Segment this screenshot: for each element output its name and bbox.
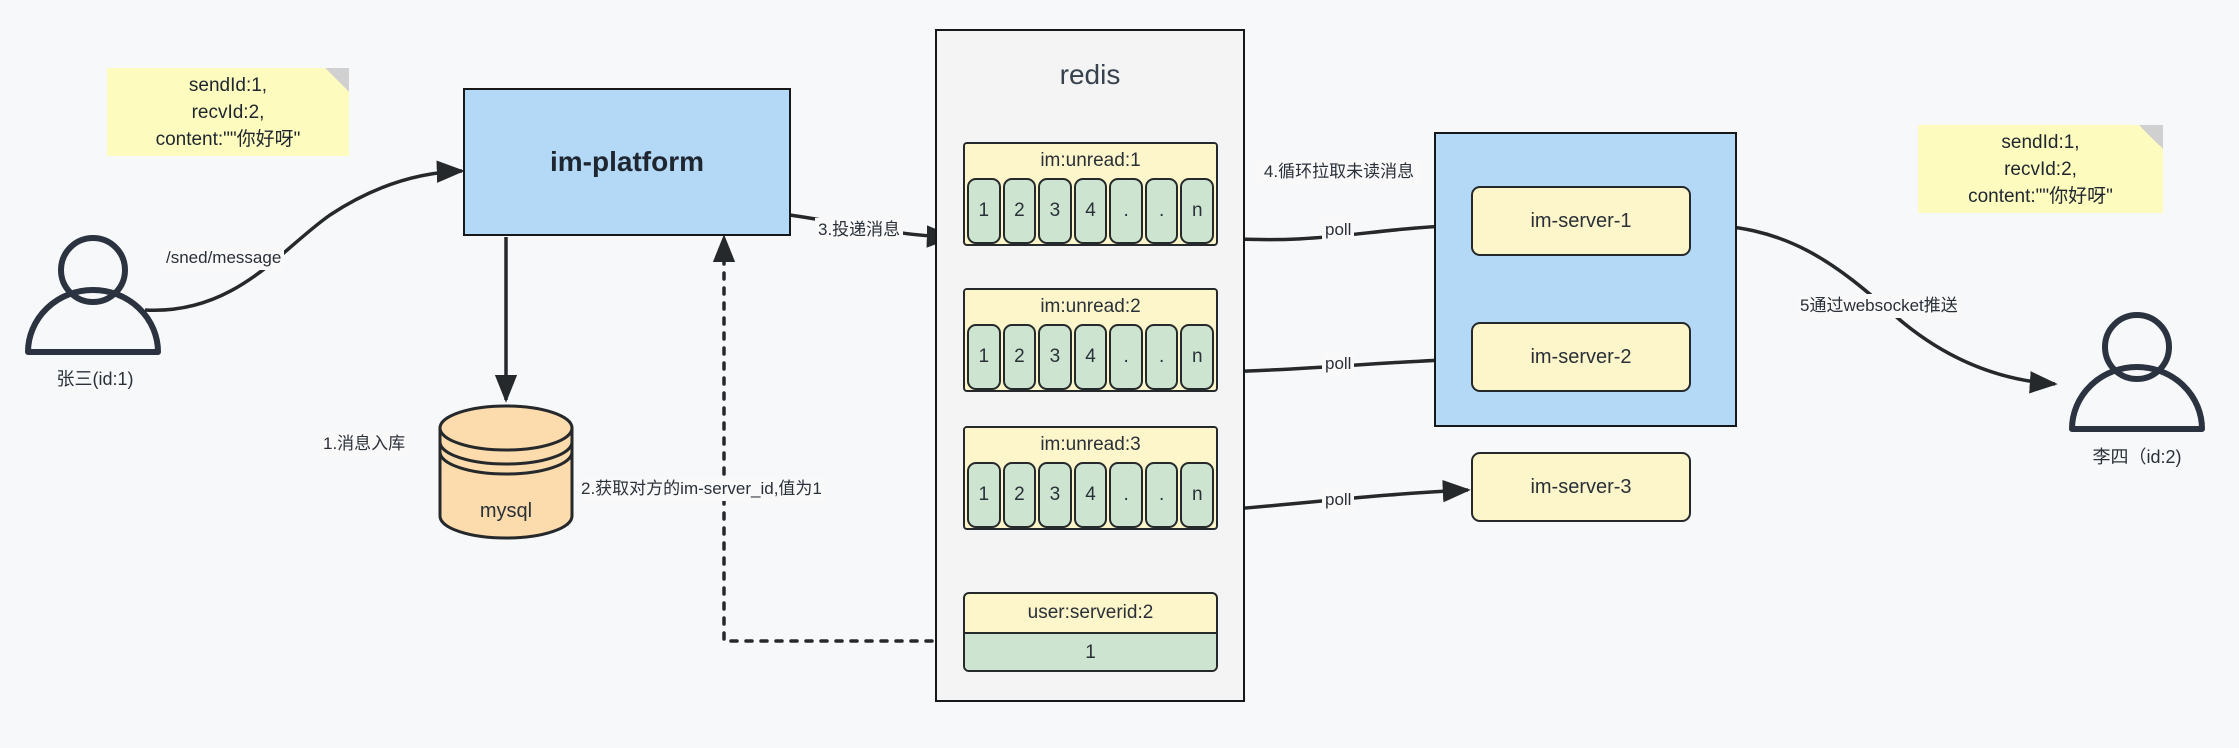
redis-cell-row: 1 2 3 4 . . n (965, 462, 1216, 528)
mysql-label: mysql (479, 500, 533, 522)
edge-label-step3: 3.投递消息 (815, 218, 904, 242)
edge-label-poll-2: poll (1322, 352, 1355, 376)
redis-key-name: im:unread:1 (965, 144, 1216, 178)
redis-key-group-1[interactable]: im:unread:2 1 2 3 4 . . n (963, 288, 1218, 392)
actor-receiver-label: 李四（id:2) (2092, 447, 2182, 467)
actor-sender-label: 张三(id:1) (56, 369, 134, 389)
redis-kv-value: 1 (965, 632, 1216, 670)
redis-cell[interactable]: n (1180, 178, 1215, 244)
redis-cell[interactable]: . (1144, 178, 1179, 244)
note-right: sendId:1, recvId:2, content:""你好呀" (1918, 125, 2163, 213)
redis-cell[interactable]: n (1180, 324, 1215, 390)
redis-title: redis (1059, 59, 1121, 90)
redis-cell[interactable]: 1 (967, 178, 1001, 244)
note-left-text: sendId:1, recvId:2, content:""你好呀" (155, 74, 301, 150)
actor-receiver-icon (2069, 312, 2205, 432)
im-platform-box[interactable]: im-platform (463, 88, 791, 236)
edge-label-step4: 4.循环拉取未读消息 (1256, 160, 1422, 184)
edge-label-step5: 5通过websocket推送 (1797, 294, 1961, 318)
im-platform-label: im-platform (550, 146, 704, 177)
edge-label-poll-1: poll (1322, 218, 1355, 242)
note-right-text: sendId:1, recvId:2, content:""你好呀" (1968, 131, 2113, 207)
redis-cell[interactable]: 4 (1073, 324, 1108, 390)
redis-cell[interactable]: 2 (1002, 178, 1037, 244)
im-server-label: im-server-3 (1530, 475, 1632, 498)
im-server-1-box[interactable]: im-server-1 (1471, 186, 1691, 256)
im-server-label: im-server-1 (1530, 209, 1632, 232)
redis-cell[interactable]: 3 (1038, 178, 1072, 244)
note-fold-icon (2139, 125, 2163, 149)
redis-cell[interactable]: 2 (1002, 462, 1037, 528)
edge-label-poll-3: poll (1322, 488, 1355, 512)
note-fold-icon (325, 68, 349, 92)
note-left: sendId:1, recvId:2, content:""你好呀" (107, 68, 349, 156)
redis-key-group-0[interactable]: im:unread:1 1 2 3 4 . . n (963, 142, 1218, 246)
redis-key-group-2[interactable]: im:unread:3 1 2 3 4 . . n (963, 426, 1218, 530)
redis-cell[interactable]: 4 (1073, 178, 1108, 244)
im-server-2-box[interactable]: im-server-2 (1471, 322, 1691, 392)
redis-cell-row: 1 2 3 4 . . n (965, 178, 1216, 244)
im-server-label: im-server-2 (1530, 345, 1632, 368)
redis-cell[interactable]: 4 (1073, 462, 1108, 528)
redis-cell[interactable]: . (1109, 178, 1143, 244)
edge-step2 (712, 234, 964, 643)
redis-cell[interactable]: 1 (967, 324, 1001, 390)
redis-cell-row: 1 2 3 4 . . n (965, 324, 1216, 390)
redis-cell[interactable]: 2 (1002, 324, 1037, 390)
redis-cell[interactable]: 3 (1038, 324, 1072, 390)
edge-step5 (1687, 223, 2058, 394)
redis-cell[interactable]: . (1109, 324, 1143, 390)
edge-label-send-message: /sned/message (163, 246, 285, 270)
redis-cell[interactable]: . (1109, 462, 1143, 528)
redis-cell[interactable]: . (1144, 462, 1179, 528)
redis-kv-pair[interactable]: user:serverid:2 1 (963, 592, 1218, 672)
mysql-cylinder-icon (438, 404, 574, 540)
edge-label-step2: 2.获取对方的im-server_id,值为1 (578, 477, 825, 501)
redis-cell[interactable]: 3 (1038, 462, 1072, 528)
im-server-3-box[interactable]: im-server-3 (1471, 452, 1691, 522)
redis-kv-key: user:serverid:2 (1027, 602, 1154, 623)
redis-key-name: im:unread:2 (965, 290, 1216, 324)
redis-key-name: im:unread:3 (965, 428, 1216, 462)
edge-send-message (144, 160, 465, 312)
redis-cell[interactable]: . (1144, 324, 1179, 390)
edge-label-step1: 1.消息入库 (320, 432, 409, 456)
redis-cell[interactable]: n (1180, 462, 1215, 528)
redis-cell[interactable]: 1 (967, 462, 1001, 528)
actor-sender-icon (25, 235, 161, 355)
